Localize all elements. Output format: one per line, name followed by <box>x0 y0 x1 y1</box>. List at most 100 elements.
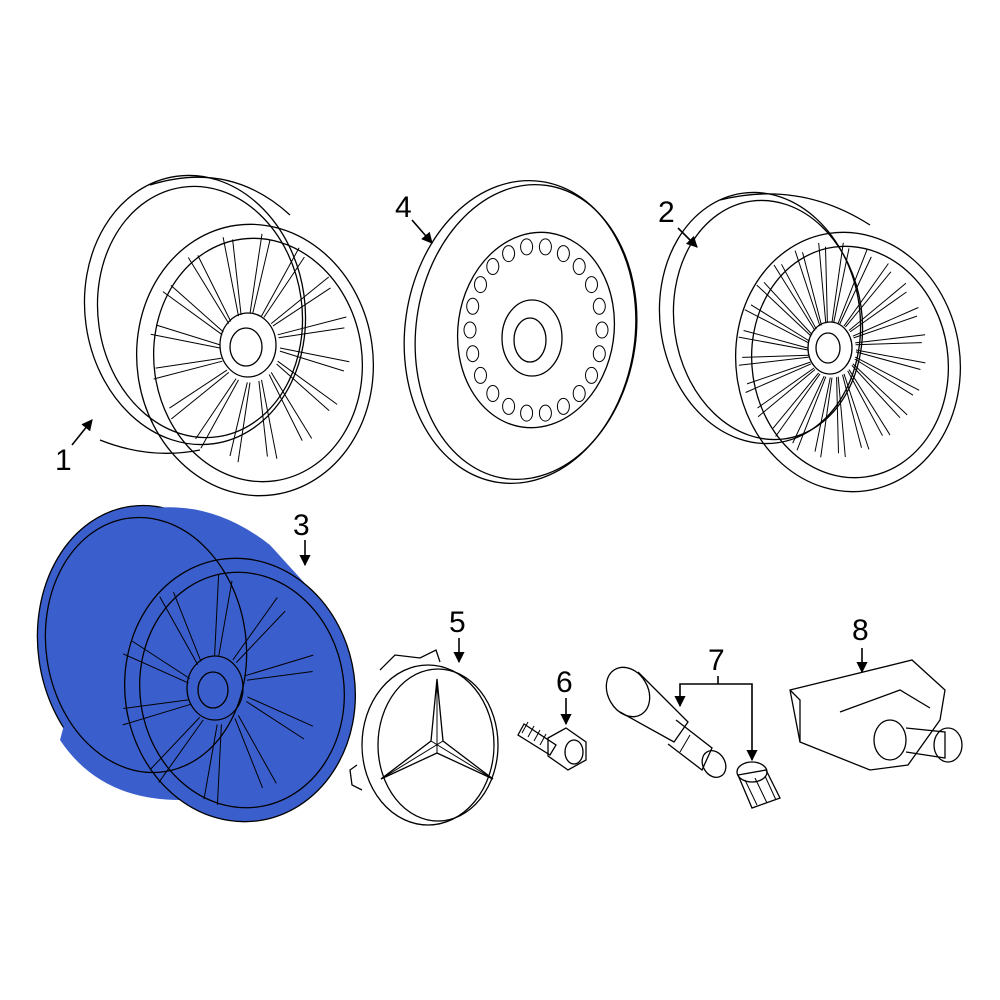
wheel-2-spoke <box>854 356 920 391</box>
wheel-2-spoke <box>814 377 831 452</box>
wheel-3-spoke <box>235 610 286 663</box>
spare-wheel-illustration[interactable] <box>385 165 656 498</box>
wheel-1-spoke <box>155 357 222 369</box>
wheel-2-spoke <box>757 367 815 409</box>
wheel-1-spoke <box>276 363 330 411</box>
wheel-2-spoke <box>836 377 839 454</box>
wheel-2-spoke <box>763 281 813 335</box>
wheel-3-illustration-highlighted[interactable] <box>20 491 373 837</box>
wheel-1-spoke <box>261 379 278 459</box>
spare-wheel-vent-hole <box>474 366 487 384</box>
spare-wheel-vent-hole <box>466 345 480 363</box>
wheel-2-spoke <box>845 271 892 328</box>
callout-8: 8 <box>852 614 869 647</box>
spare-wheel-vent-hole <box>520 238 534 256</box>
wheel-1-spoke <box>252 239 271 314</box>
wheel-1-spoke <box>277 316 347 336</box>
spare-wheel-vent-hole <box>585 276 598 294</box>
wheel-2-spoke <box>820 377 833 458</box>
callout-7: 7 <box>708 644 725 677</box>
wheel-2-spoke <box>847 370 883 436</box>
wheel-2-spoke <box>851 365 901 419</box>
wheel-2-spoke <box>756 284 812 337</box>
wheel-1-spoke <box>232 239 242 316</box>
wheel-1-spoke <box>170 372 230 420</box>
wheel-3-spoke <box>232 597 278 661</box>
wheel-2-spoke <box>855 349 926 364</box>
wheel-2-spoke <box>818 242 827 324</box>
wheel-3-spoke <box>203 724 218 800</box>
wheel-bolt-illustration[interactable] <box>517 721 587 771</box>
tpms-sensor-illustration[interactable] <box>789 659 963 771</box>
wheel-2-spoke <box>853 315 918 339</box>
wheel-1-spoke <box>270 276 330 324</box>
wheel-1-spoke <box>258 380 268 457</box>
spare-wheel-vent-hole <box>520 404 534 422</box>
spare-wheel-vent-hole <box>556 397 570 415</box>
wheel-1-spoke <box>270 372 313 439</box>
spare-wheel-vent-hole <box>556 245 570 263</box>
spare-wheel-vent-hole <box>466 297 480 315</box>
wheel-2-spoke <box>825 246 828 323</box>
wheel-1-spoke <box>155 324 221 346</box>
leader-4 <box>411 219 433 244</box>
valve-stem-illustration[interactable] <box>598 659 731 781</box>
wheel-1-spoke <box>268 374 303 441</box>
callout-1: 1 <box>55 444 72 477</box>
wheel-1-spoke <box>197 255 232 322</box>
wheel-1-illustration[interactable] <box>67 161 390 511</box>
wheel-3-spoke <box>245 654 314 677</box>
wheel-2-spoke <box>843 373 870 450</box>
wheel-2-illustration[interactable] <box>643 179 977 506</box>
spare-wheel-vent-hole <box>474 276 487 294</box>
wheel-2-spoke <box>772 372 819 429</box>
wheel-1-spoke <box>277 360 338 405</box>
wheel-1-spoke <box>222 237 239 317</box>
wheel-1-spoke <box>272 287 331 327</box>
spare-wheel-vent-hole <box>486 385 500 402</box>
wheel-3-spoke <box>234 718 263 788</box>
spare-wheel-vent-hole <box>585 366 598 384</box>
leader-1 <box>71 419 93 446</box>
leader-7-bracket <box>674 683 758 762</box>
wheel-1-spoke <box>169 369 228 409</box>
wheel-2-spoke <box>796 376 827 451</box>
wheel-1-spoke <box>200 379 239 449</box>
wheel-2-spoke <box>843 263 889 327</box>
spare-wheel-vent-hole <box>592 297 606 315</box>
leader-2 <box>677 227 698 248</box>
wheel-2-spoke <box>833 248 850 323</box>
wheel-2-spoke <box>742 354 809 358</box>
wheel-2-spoke <box>854 358 914 396</box>
wheel-2-spoke <box>745 363 812 393</box>
spare-wheel-vent-hole <box>595 321 609 339</box>
wheel-2-spoke <box>855 342 922 346</box>
wheel-1-spoke <box>263 256 305 318</box>
wheel-1-spoke <box>229 382 248 457</box>
valve-cap-illustration[interactable] <box>736 761 781 809</box>
wheel-1-spoke <box>249 233 263 314</box>
wheel-3-spoke <box>123 699 190 709</box>
wheel-2-spoke <box>849 291 907 333</box>
wheel-1-spoke <box>279 347 350 363</box>
spare-wheel-vent-hole <box>538 404 552 422</box>
wheel-3-spoke <box>237 715 277 784</box>
wheel-2-spoke <box>738 356 809 366</box>
center-cap-illustration[interactable] <box>349 649 499 826</box>
wheel-3-spoke <box>150 717 201 770</box>
wheel-2-spoke <box>794 250 821 327</box>
spare-wheel-vent-hole <box>572 258 586 275</box>
wheel-1-spoke <box>261 247 300 317</box>
wheel-2-spoke <box>848 369 891 436</box>
wheel-2-spoke <box>852 363 908 416</box>
wheel-1-spoke <box>162 291 223 336</box>
spare-wheel-vent-hole <box>572 385 586 402</box>
wheel-2-spoke <box>781 264 817 330</box>
wheel-2-spoke <box>744 309 810 344</box>
wheel-2-spoke <box>842 374 862 448</box>
wheel-2-spoke <box>848 282 907 331</box>
wheel-2-spoke <box>831 242 844 323</box>
callout-4: 4 <box>395 191 412 224</box>
wheel-3-spoke <box>218 580 233 656</box>
